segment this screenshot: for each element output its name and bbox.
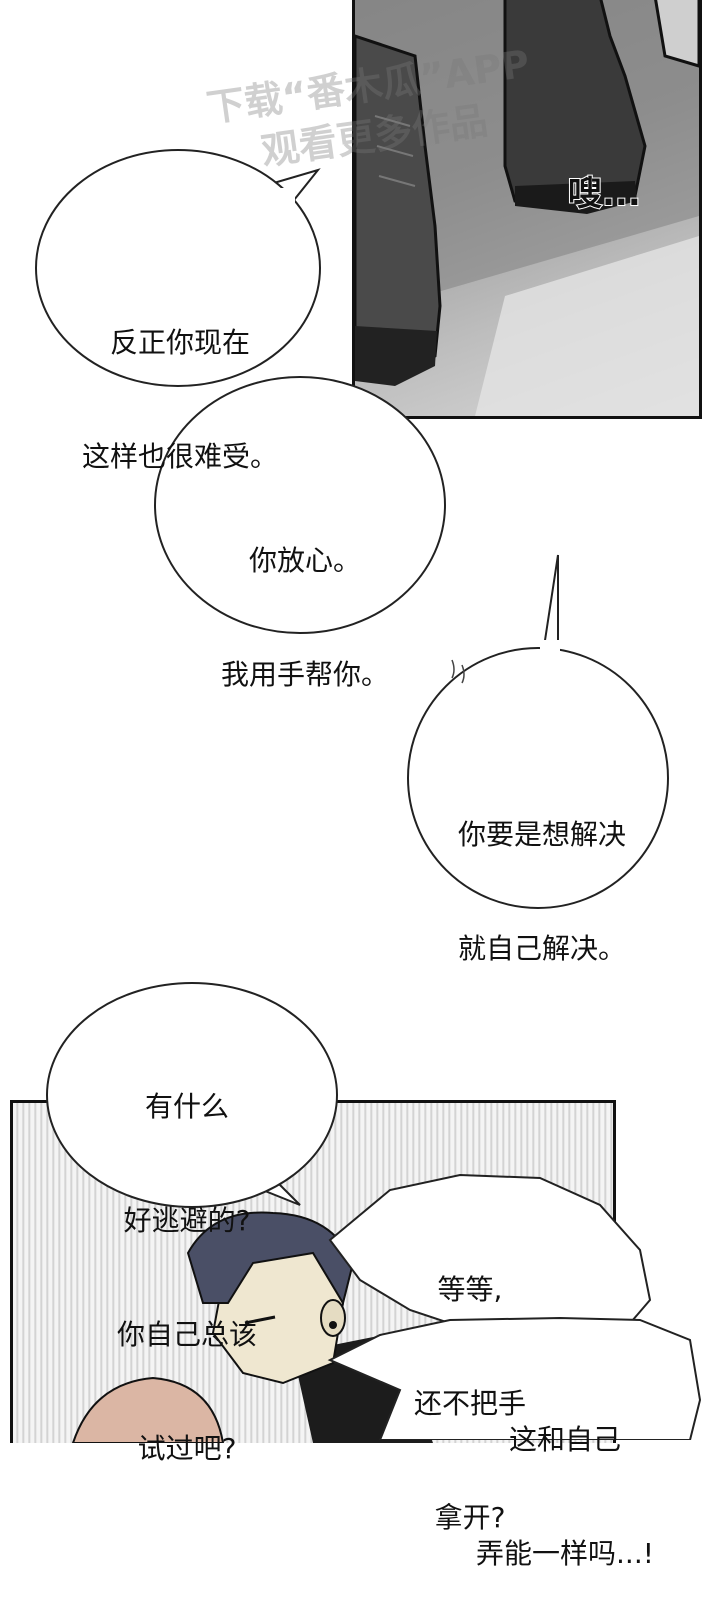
bubble-5-line-1: 等等,	[437, 1273, 503, 1306]
bubble-4-line-2: 好逃避的?	[123, 1204, 251, 1237]
bubble-6-line-1: 这和自己	[508, 1423, 621, 1456]
bubble-1-line-2: 这样也很难受。	[81, 440, 278, 473]
speech-bubble-4	[46, 982, 338, 1208]
speech-bubble-3	[407, 554, 669, 909]
bubble-4-text: 有什么 好逃避的? 你自己总该 试过吧?	[82, 1012, 292, 1506]
bubble-2-line-2: 我用手帮你。	[220, 658, 389, 691]
speech-bubble-6	[327, 1316, 702, 1440]
bubble-4-line-4: 试过吧?	[137, 1432, 237, 1465]
bubble-4-line-3: 你自己总该	[116, 1318, 257, 1351]
speech-bubble-2	[154, 376, 446, 634]
bubble-1-text: 反正你现在 这样也很难受。	[60, 248, 300, 514]
bubble-3-text: 你要是想解决 就自己解决。	[432, 740, 652, 1006]
bubble-3-line-1: 你要是想解决	[457, 818, 626, 851]
bubble-1-line-1: 反正你现在	[109, 326, 250, 359]
bubble-6-text: 这和自己 弄能一样吗...!	[450, 1345, 680, 1611]
boots-illustration	[355, 0, 699, 416]
bubble-6-line-2: 弄能一样吗...!	[476, 1537, 654, 1570]
bubble-4-line-1: 有什么	[144, 1090, 229, 1123]
bubble-5-line-2: 还不把手	[413, 1387, 526, 1420]
speech-bubble-5	[328, 1173, 652, 1342]
speech-bubble-1	[35, 149, 321, 387]
bubble-3-line-2: 就自己解决。	[457, 932, 626, 965]
top-panel	[352, 0, 702, 419]
bubble-2-line-1: 你放心。	[248, 544, 361, 577]
speech-bubbles-layer	[35, 149, 702, 1440]
sound-effect-text: 嗖...	[567, 173, 642, 215]
bubble-2-text: 你放心。 我用手帮你。	[200, 466, 410, 732]
